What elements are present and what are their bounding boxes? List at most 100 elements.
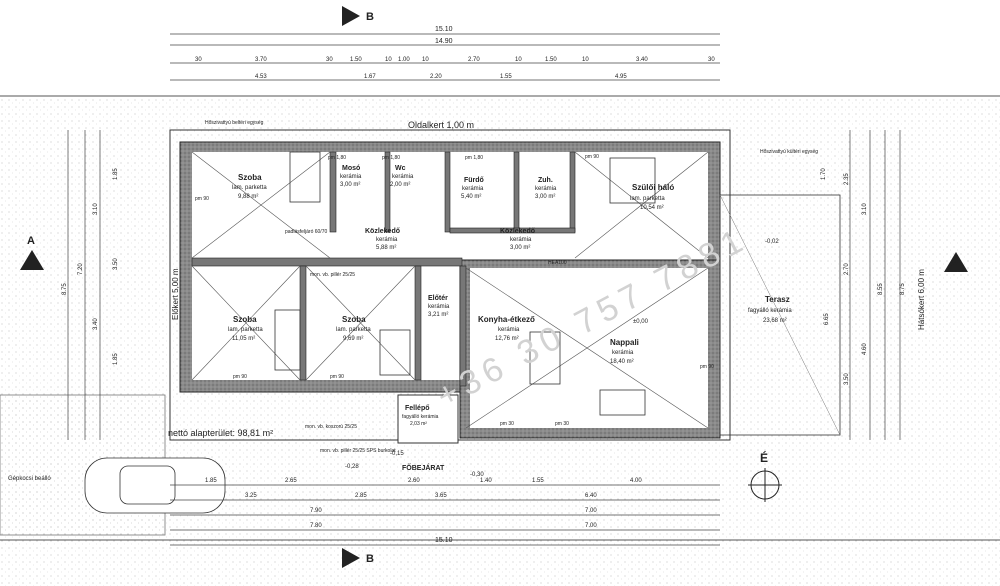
note-attic-hatch: padlásfeljáró 60/70	[285, 229, 327, 235]
dim-right-7: 8.75	[900, 283, 906, 295]
section-b-top-icon	[342, 6, 360, 26]
entrance-step	[397, 394, 459, 444]
dining-table	[529, 331, 561, 385]
window-mark-4: pm 90	[233, 374, 247, 380]
room-eloter: Előtér kerámia 3,21 m²	[428, 295, 450, 318]
svg-text:Zuh.: Zuh.	[538, 177, 553, 184]
dim-right-2: 3.10	[862, 203, 868, 215]
dim-top-r4-1: 1.67	[364, 74, 376, 80]
room-konyha-etkezo: Konyha-étkező kerámia 12,76 m²	[478, 315, 535, 342]
level-ground-2: -0,30	[470, 472, 484, 478]
note-slab: mon. vb. koszorú 25/25	[305, 424, 357, 430]
dim-right-3: 2.70	[844, 263, 850, 275]
dim-bot-r1-5: 4.00	[630, 478, 642, 484]
dim-right-8: 6.65	[824, 313, 830, 325]
dim-left-5: 1.85	[113, 353, 119, 365]
dim-top-r3-3: 1.50	[350, 57, 362, 63]
dim-right-4: 8.55	[878, 283, 884, 295]
window-mark-3: pm 1,80	[465, 155, 483, 161]
room-szuloi-halo: Szülői háló lam. parketta 10,54 m²	[630, 183, 674, 211]
svg-text:11,05 m²: 11,05 m²	[232, 336, 255, 342]
partition-walls	[191, 151, 576, 387]
svg-text:kerámia: kerámia	[462, 186, 484, 192]
level-step: -0,15	[390, 451, 404, 457]
level-ground-1: -0,28	[345, 464, 359, 470]
dim-bot-r2-2: 3.65	[435, 493, 447, 499]
note-pillar: mon. vb. pillér 25/25	[310, 272, 355, 278]
room-szoba-3: Szoba lam. parketta 9,69 m²	[336, 315, 371, 342]
svg-text:Előtér: Előtér	[428, 295, 448, 302]
svg-text:lam. parketta: lam. parketta	[232, 185, 267, 191]
svg-text:kerámia: kerámia	[340, 174, 362, 180]
dim-top-r3-7: 2.70	[468, 57, 480, 63]
dim-bot-r2-1: 2.85	[355, 493, 367, 499]
dim-bot-r4-1: 7.00	[585, 523, 597, 529]
dim-top-r4-3: 1.55	[500, 74, 512, 80]
section-a-left-icon	[20, 250, 44, 270]
svg-text:lam. parketta: lam. parketta	[336, 327, 371, 333]
svg-text:Mosó: Mosó	[342, 165, 360, 172]
note-pillar-sps: mon. vb. pillér 25/25 SPS burkolat	[320, 448, 396, 454]
svg-text:5,88 m²: 5,88 m²	[376, 245, 396, 251]
svg-text:kerámia: kerámia	[498, 327, 520, 333]
section-a-right-label: A	[951, 257, 959, 269]
dim-bot-r1-3: 1.40	[480, 478, 492, 484]
svg-text:lam. parketta: lam. parketta	[630, 196, 665, 202]
parking-label: Gépkocsi beálló	[8, 476, 51, 482]
section-b-top-label: B	[366, 11, 374, 23]
dim-left-0: 7.20	[78, 263, 84, 275]
svg-text:Szülői háló: Szülői háló	[632, 183, 674, 192]
room-nappali: Nappali kerámia 18,40 m²	[610, 338, 639, 365]
dim-top-r3-0: 30	[195, 57, 202, 63]
svg-text:Fellépő: Fellépő	[405, 405, 430, 412]
window-mark-1: pm 1,80	[328, 155, 346, 161]
dim-bot-r1-1: 2.65	[285, 478, 297, 484]
svg-text:Közlekedő: Közlekedő	[500, 228, 535, 235]
dim-top-r3-1: 3.70	[255, 57, 267, 63]
dim-left-1: 8.75	[62, 283, 68, 295]
dim-top-r3-10: 10	[582, 57, 589, 63]
svg-text:18,40 m²: 18,40 m²	[610, 359, 634, 365]
window-mark-6: pm 90	[195, 196, 209, 202]
dim-bot-r4-0: 7.80	[310, 523, 322, 529]
note-heat-pump-outdoor: Hőszivattyú kültéri egység	[760, 149, 818, 155]
svg-text:kerámia: kerámia	[392, 174, 414, 180]
room-szoba-2: Szoba lam. parketta 11,05 m²	[228, 315, 263, 342]
bed-master	[609, 157, 656, 204]
svg-text:fagyálló kerámia: fagyálló kerámia	[748, 308, 792, 314]
svg-text:2,03 m²: 2,03 m²	[410, 421, 427, 427]
room-fellepo: Fellépő fagyálló kerámia 2,03 m²	[402, 405, 439, 427]
svg-text:Wc: Wc	[395, 165, 406, 172]
dim-right-1: 2.35	[844, 173, 850, 185]
svg-text:kerámia: kerámia	[535, 186, 557, 192]
dimension-lines	[67, 33, 901, 546]
dim-top-r3-6: 10	[422, 57, 429, 63]
dim-right-5: 4.60	[862, 343, 868, 355]
svg-text:5,40 m²: 5,40 m²	[461, 194, 481, 200]
window-mark-2: pm 1,80	[382, 155, 400, 161]
svg-text:lam. parketta: lam. parketta	[228, 327, 263, 333]
bed-room4	[379, 329, 411, 376]
terrace-diagonal	[719, 194, 841, 436]
north-label: É	[760, 450, 768, 465]
dim-left-4: 3.40	[93, 318, 99, 330]
terrace-outline	[719, 194, 841, 436]
level-inside: ±0,00	[633, 319, 649, 325]
dim-top-r3-5: 1.00	[398, 57, 410, 63]
dim-top-total: 15.10	[435, 26, 453, 33]
dim-bot-r1-4: 1.55	[532, 478, 544, 484]
svg-text:12,76 m²: 12,76 m²	[495, 336, 519, 342]
dim-bot-r1-2: 2.60	[408, 478, 420, 484]
svg-text:3,00 m²: 3,00 m²	[340, 182, 360, 188]
svg-text:2,00 m²: 2,00 m²	[390, 182, 410, 188]
dim-left-3: 1.85	[113, 168, 119, 180]
dim-top-r3-8: 10	[515, 57, 522, 63]
dim-top-r3-4: 10	[385, 57, 392, 63]
svg-text:fagyálló kerámia: fagyálló kerámia	[402, 414, 439, 420]
svg-text:Konyha-étkező: Konyha-étkező	[478, 315, 535, 324]
level-terrace: -0,02	[765, 239, 779, 245]
room-furdo: Fürdő kerámia 5,40 m²	[461, 177, 484, 200]
main-entrance-label: FŐBEJÁRAT	[402, 463, 445, 472]
window-mark-9: pm 30	[555, 421, 569, 427]
